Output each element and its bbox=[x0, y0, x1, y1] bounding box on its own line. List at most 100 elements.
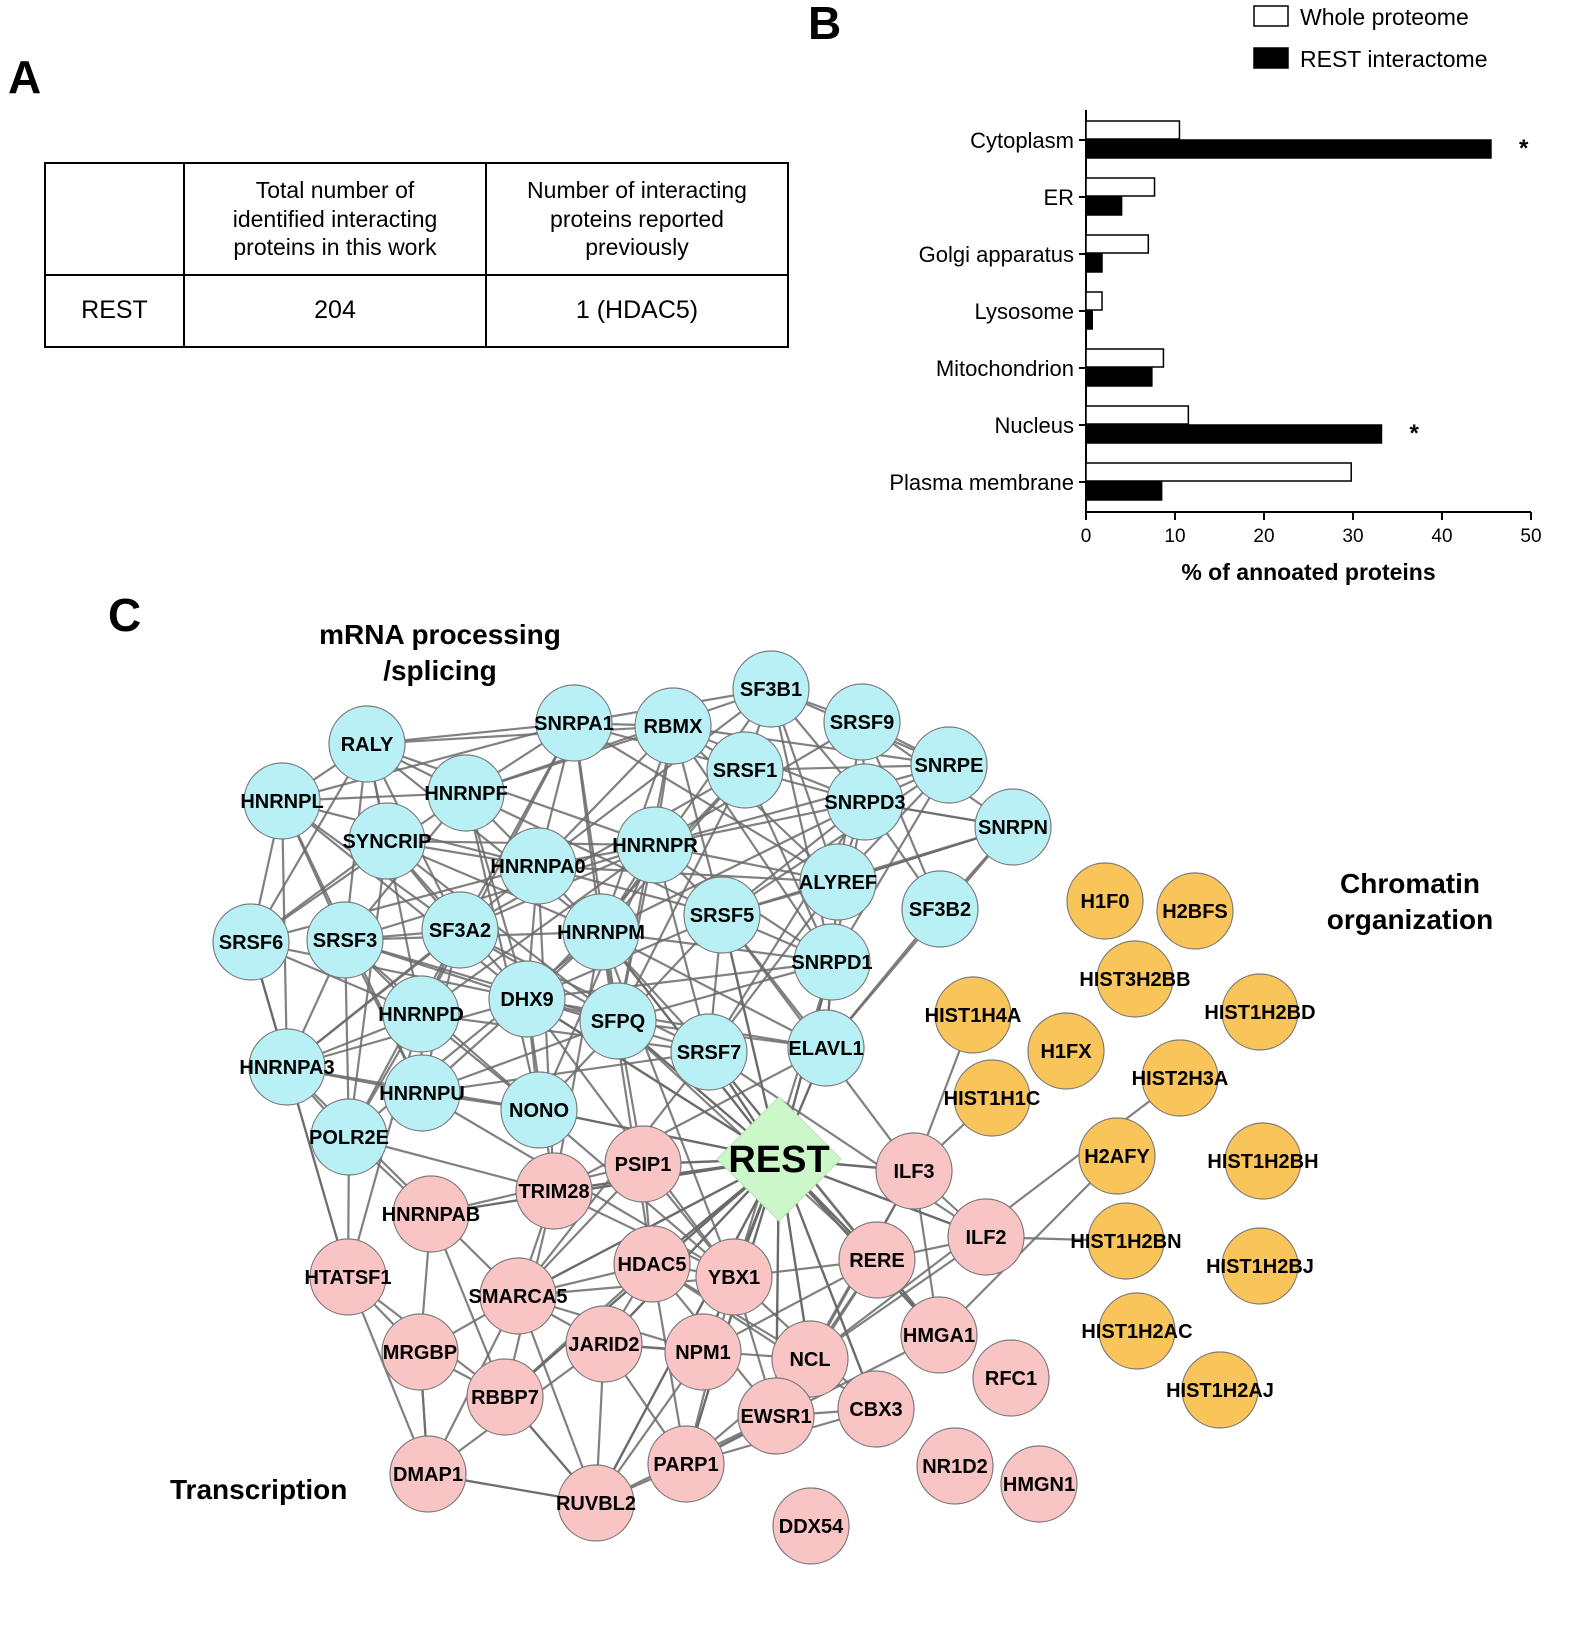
node-circle bbox=[309, 1238, 387, 1316]
network-node-transcription: HNRNPAB bbox=[382, 1175, 480, 1253]
network-node-mrna: HNRNPL bbox=[240, 762, 324, 840]
node-label: PSIP1 bbox=[615, 1154, 672, 1176]
node-circle bbox=[565, 1305, 643, 1383]
node-label: NPM1 bbox=[675, 1342, 731, 1364]
node-circle bbox=[604, 1125, 682, 1203]
bar-whole-proteome bbox=[1085, 234, 1150, 254]
node-label: H1FX bbox=[1040, 1041, 1092, 1063]
node-label: HIST1H2BD bbox=[1204, 1002, 1315, 1024]
network-node-transcription: SMARCA5 bbox=[469, 1257, 567, 1335]
network-node-mrna: SRSF3 bbox=[306, 901, 384, 979]
network-node-transcription: RUVBL2 bbox=[556, 1464, 636, 1542]
node-circle bbox=[389, 1435, 467, 1513]
node-circle bbox=[737, 1377, 815, 1455]
node-circle bbox=[787, 1009, 865, 1087]
network-edge bbox=[344, 843, 656, 942]
group-label-line: Chromatin bbox=[1340, 868, 1480, 899]
network-edge bbox=[459, 769, 746, 931]
node-circle bbox=[1141, 1039, 1219, 1117]
node-circle bbox=[634, 687, 712, 765]
x-tick-label: 50 bbox=[1520, 526, 1541, 547]
network-node-mrna: SRSF5 bbox=[683, 876, 761, 954]
network-node-transcription: NCL bbox=[771, 1320, 849, 1398]
node-label: HNRNPF bbox=[424, 783, 507, 805]
network-edge bbox=[347, 840, 389, 1138]
node-circle bbox=[916, 1427, 994, 1505]
bar-rest-interactome bbox=[1085, 196, 1123, 216]
node-label: HNRNPD bbox=[378, 1004, 464, 1026]
network-edge bbox=[654, 763, 950, 847]
network-edge bbox=[552, 931, 603, 1192]
network-node-chromatin: H2AFY bbox=[1078, 1117, 1156, 1195]
node-circle bbox=[613, 1225, 691, 1303]
node-label: HDAC5 bbox=[618, 1254, 687, 1276]
node-label: EWSR1 bbox=[740, 1406, 811, 1428]
center-label: REST bbox=[728, 1139, 829, 1181]
network-node-transcription: DMAP1 bbox=[389, 1435, 467, 1513]
node-circle bbox=[695, 1238, 773, 1316]
network-node-transcription: PSIP1 bbox=[604, 1125, 682, 1203]
node-circle bbox=[427, 754, 505, 832]
node-circle bbox=[1096, 940, 1174, 1018]
network-node-chromatin: H1FX bbox=[1027, 1012, 1105, 1090]
node-label: HIST1H1C bbox=[944, 1088, 1041, 1110]
category-label: Lysosome bbox=[975, 299, 1074, 324]
node-label: SRSF9 bbox=[830, 712, 894, 734]
node-label: HNRNPM bbox=[557, 922, 645, 944]
node-circle bbox=[837, 1370, 915, 1448]
network-node-transcription: CBX3 bbox=[837, 1370, 915, 1448]
node-circle bbox=[243, 762, 321, 840]
node-label: SRSF5 bbox=[690, 905, 754, 927]
node-label: HIST1H2BH bbox=[1207, 1151, 1318, 1173]
network-node-mrna: SFPQ bbox=[579, 982, 657, 1060]
node-circle bbox=[910, 726, 988, 804]
node-label: SNRPD3 bbox=[824, 792, 905, 814]
network-node-mrna: SNRPE bbox=[910, 726, 988, 804]
node-circle bbox=[826, 763, 904, 841]
panel-letter-a: A bbox=[8, 51, 42, 103]
network-edge bbox=[366, 742, 656, 847]
network-node-mrna: SYNCRIP bbox=[343, 802, 431, 880]
network-edge bbox=[685, 1334, 940, 1465]
node-circle bbox=[934, 976, 1012, 1054]
bar-rest-interactome bbox=[1085, 139, 1492, 159]
bar-rest-interactome bbox=[1085, 253, 1103, 273]
table-cell: 204 bbox=[183, 274, 487, 348]
legend-label: Whole proteome bbox=[1300, 4, 1469, 30]
node-circle bbox=[1221, 1227, 1299, 1305]
node-circle bbox=[348, 802, 426, 880]
node-label: ALYREF bbox=[799, 872, 877, 894]
node-circle bbox=[381, 1313, 459, 1391]
group-label-mrna: mRNA processing /splicing bbox=[285, 617, 595, 690]
group-label-line: mRNA processing bbox=[319, 619, 561, 650]
node-label: MRGBP bbox=[383, 1342, 457, 1364]
network-edge-rest bbox=[526, 997, 780, 1161]
network-node-mrna: NONO bbox=[500, 1071, 578, 1149]
node-circle bbox=[500, 1071, 578, 1149]
category-label: Nucleus bbox=[995, 413, 1074, 438]
node-circle bbox=[1066, 862, 1144, 940]
group-label-line: /splicing bbox=[383, 655, 497, 687]
node-label: RFC1 bbox=[985, 1368, 1037, 1390]
table-header-cell: Number of interacting proteins reported … bbox=[485, 162, 789, 276]
network-node-mrna: SNRPD1 bbox=[791, 923, 873, 1001]
network-node-chromatin: HIST3H2BB bbox=[1079, 940, 1191, 1018]
network-node-mrna: SNRPN bbox=[974, 788, 1052, 866]
network-edge bbox=[465, 792, 723, 916]
network-node-transcription: DDX54 bbox=[772, 1487, 850, 1565]
node-label: RBMX bbox=[644, 716, 704, 738]
node-label: HNRNPR bbox=[612, 835, 698, 857]
node-label: HNRNPA0 bbox=[490, 856, 585, 878]
significance-mark: * bbox=[1519, 135, 1529, 162]
category-label: Cytoplasm bbox=[970, 128, 1074, 153]
node-label: H2AFY bbox=[1084, 1146, 1150, 1168]
node-circle bbox=[670, 1013, 748, 1091]
network-node-mrna: RALY bbox=[328, 705, 406, 783]
node-circle bbox=[974, 788, 1052, 866]
network-edge bbox=[672, 724, 950, 767]
network-node-transcription: RBBP7 bbox=[466, 1358, 544, 1436]
node-circle bbox=[799, 843, 877, 921]
network-node-chromatin: HIST1H4A bbox=[925, 976, 1021, 1054]
